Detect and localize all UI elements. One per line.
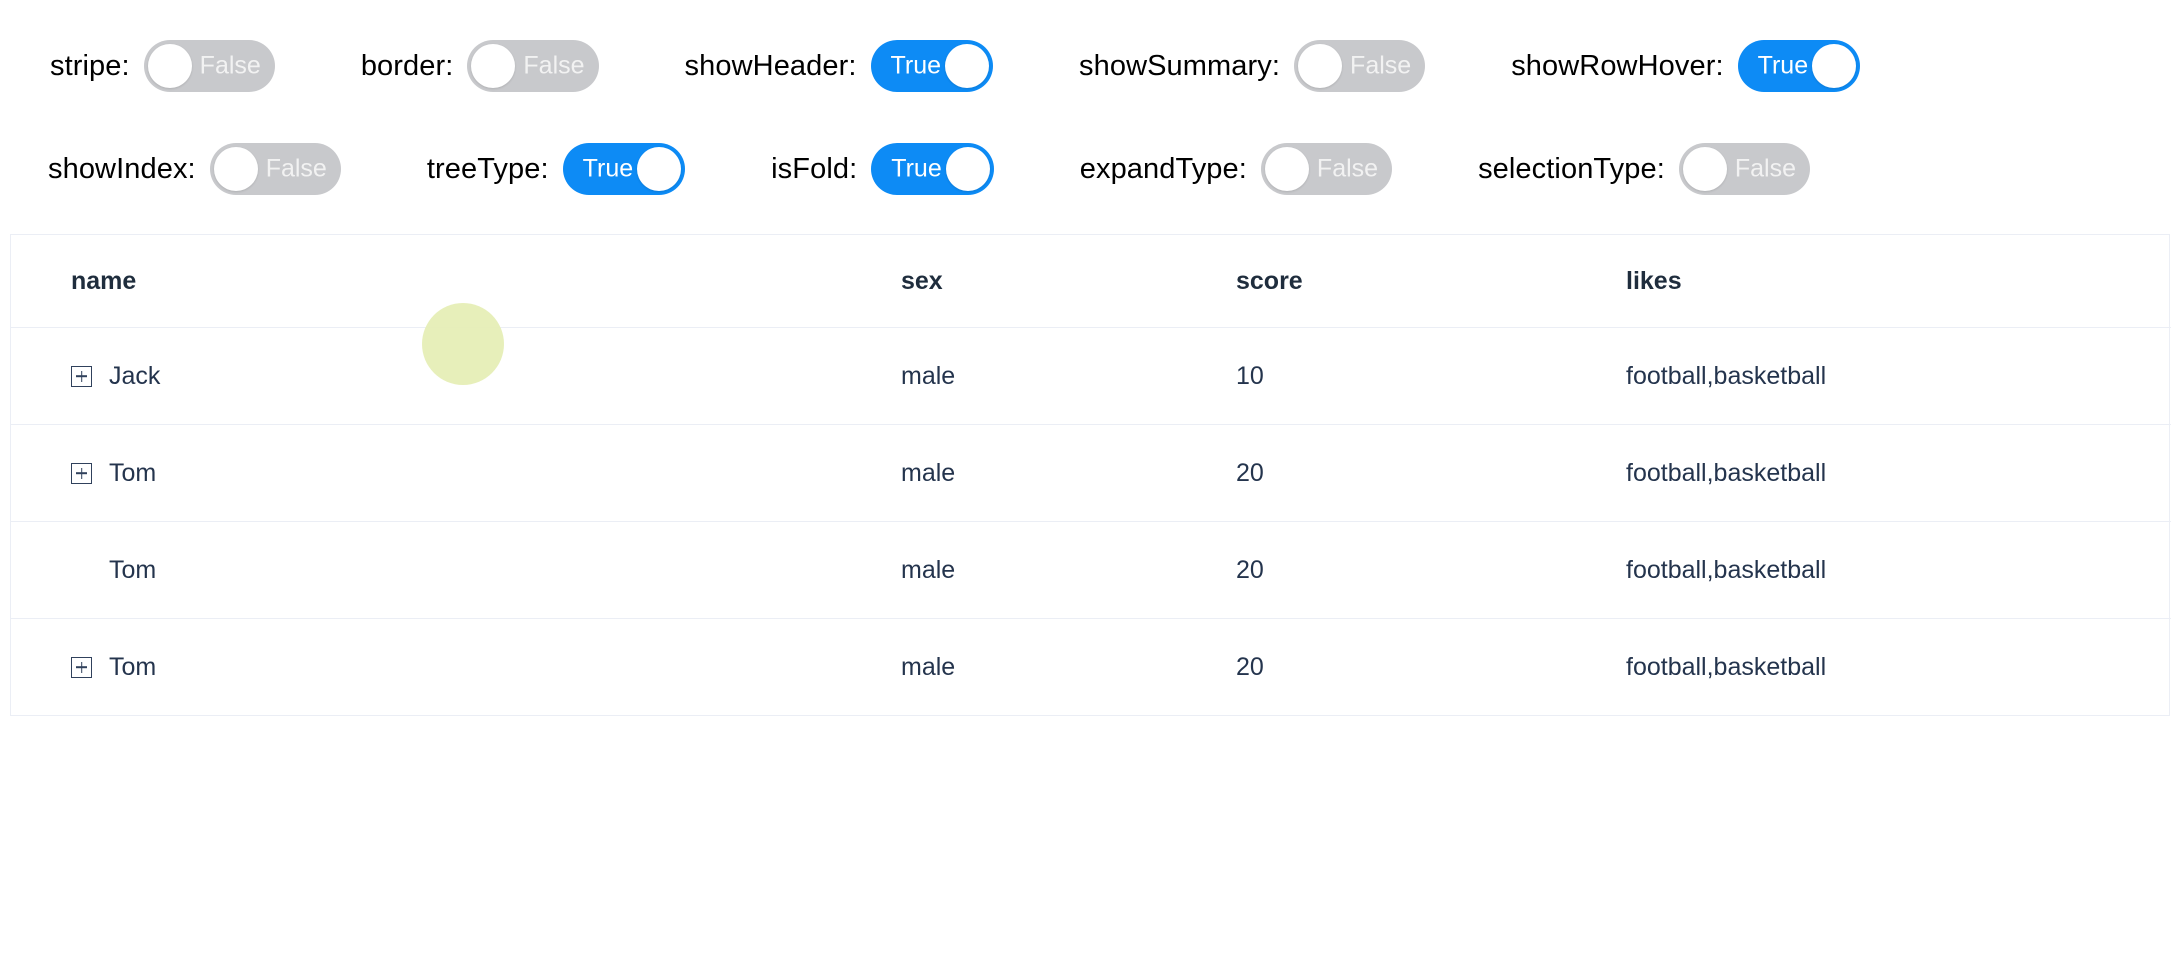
toggle-knob[interactable] xyxy=(637,147,682,191)
name-cell: Tom xyxy=(71,653,841,682)
toggle-switch-showheader[interactable]: TrueTrue xyxy=(870,40,994,92)
expand-plus-icon[interactable] xyxy=(71,462,92,484)
toggle-group-expandtype: expandType: FalseFalse xyxy=(1079,143,1393,195)
toggle-switch-border[interactable]: FalseFalse xyxy=(467,40,599,92)
toggle-knob[interactable] xyxy=(147,44,192,88)
toggle-state-text: True xyxy=(890,51,942,80)
toggle-switch-showsummary[interactable]: FalseFalse xyxy=(1294,40,1426,92)
toggle-group-selectiontype: selectionType: FalseFalse xyxy=(1478,143,1810,195)
toggle-state-text: True xyxy=(1757,51,1809,80)
table-column-header-score[interactable]: score xyxy=(1176,235,1566,328)
toggle-switch-showrowhover[interactable]: TrueTrue xyxy=(1737,40,1861,92)
toggle-switch-expandtype[interactable]: FalseFalse xyxy=(1260,143,1393,195)
toggle-label: isFold: xyxy=(771,152,858,185)
table-cell-sex: male xyxy=(841,327,1176,425)
table-cell-score: 10 xyxy=(1176,327,1566,425)
toggle-knob[interactable] xyxy=(471,44,516,88)
name-cell: Tom xyxy=(71,556,841,585)
toggle-state-text: False xyxy=(265,154,327,183)
toggle-group-border: border: FalseFalse xyxy=(361,40,599,92)
toggle-label: showHeader: xyxy=(684,49,857,82)
toggle-knob[interactable] xyxy=(1812,44,1857,88)
toggle-state-text: False xyxy=(1350,51,1412,80)
name-cell: Jack xyxy=(71,362,841,391)
toggle-row-1: stripe:FalseFalseborder:FalseFalseshowHe… xyxy=(0,0,2180,104)
toggle-group-treetype: treeType: TrueTrue xyxy=(426,143,686,195)
toggle-label: expandType: xyxy=(1079,152,1247,185)
toggle-switch-isfold[interactable]: TrueTrue xyxy=(871,143,994,195)
toggle-knob[interactable] xyxy=(1682,147,1727,191)
table-cell-likes: football,basketball xyxy=(1566,424,2171,522)
toggle-knob[interactable] xyxy=(1264,147,1309,191)
toggle-knob[interactable] xyxy=(945,44,990,88)
expand-plus-icon[interactable] xyxy=(71,365,92,387)
toggle-group-isfold: isFold: TrueTrue xyxy=(771,143,994,195)
toggle-row-2: showIndex:FalseFalsetreeType:TrueTrueisF… xyxy=(0,104,2180,234)
table-cell-name: Tom xyxy=(11,424,841,522)
toggle-label: showRowHover: xyxy=(1511,49,1724,82)
toggle-state-text: False xyxy=(1316,154,1379,183)
table-column-header-likes[interactable]: likes xyxy=(1566,235,2171,328)
table-cell-sex: male xyxy=(901,652,956,681)
table-cell-likes: football,basketball xyxy=(1626,652,1827,681)
toggle-group-showheader: showHeader: TrueTrue xyxy=(684,40,994,92)
table-cell-likes: football,basketball xyxy=(1566,327,2171,425)
toggle-state-text: True xyxy=(582,154,634,183)
toggle-label: showSummary: xyxy=(1079,49,1281,82)
toggle-state-text: False xyxy=(1734,154,1796,183)
toggle-label: selectionType: xyxy=(1478,152,1665,185)
toggle-controls-panel: stripe:FalseFalseborder:FalseFalseshowHe… xyxy=(0,0,2180,234)
table-column-header-sex[interactable]: sex xyxy=(841,235,1176,328)
row-name-text: Jack xyxy=(109,361,161,390)
row-name-text: Tom xyxy=(109,652,157,681)
table-row[interactable]: Tom male 20 football,basketball xyxy=(11,619,2171,716)
row-name-text: Tom xyxy=(109,458,157,487)
toggle-label: treeType: xyxy=(426,152,549,185)
table-cell-name: Tom xyxy=(11,521,841,619)
table-cell-name: Jack xyxy=(11,327,841,425)
toggle-switch-selectiontype[interactable]: FalseFalse xyxy=(1678,143,1810,195)
toggle-switch-treetype[interactable]: TrueTrue xyxy=(562,143,686,195)
toggle-state-text: False xyxy=(199,51,261,80)
table-cell-likes: football,basketball xyxy=(1566,521,2171,619)
toggle-state-text: True xyxy=(891,154,942,183)
toggle-group-stripe: stripe: FalseFalse xyxy=(50,40,275,92)
toggle-label: border: xyxy=(360,49,454,82)
table-column-header-name[interactable]: name xyxy=(11,235,841,328)
table-cell-name: Tom xyxy=(11,619,841,716)
toggle-group-showindex: showIndex: FalseFalse xyxy=(48,143,341,195)
toggle-label: showIndex: xyxy=(48,152,196,185)
table-cell-score: 20 xyxy=(1176,521,1566,619)
toggle-group-showsummary: showSummary: FalseFalse xyxy=(1079,40,1426,92)
toggle-switch-showindex[interactable]: FalseFalse xyxy=(209,143,341,195)
table-cell-score: 20 xyxy=(1236,652,1264,681)
table-cell-sex: male xyxy=(841,424,1176,522)
toggle-switch-stripe[interactable]: FalseFalse xyxy=(143,40,275,92)
row-name-text: Tom xyxy=(109,555,157,584)
toggle-knob[interactable] xyxy=(213,147,258,191)
name-cell: Tom xyxy=(71,459,841,488)
toggle-group-showrowhover: showRowHover: TrueTrue xyxy=(1511,40,1861,92)
toggle-knob[interactable] xyxy=(945,147,990,191)
toggle-knob[interactable] xyxy=(1298,44,1343,88)
expand-plus-icon[interactable] xyxy=(71,656,92,678)
table-cell-score: 20 xyxy=(1176,424,1566,522)
toggle-label: stripe: xyxy=(50,49,130,82)
table-cell-sex: male xyxy=(841,521,1176,619)
toggle-state-text: False xyxy=(523,51,585,80)
